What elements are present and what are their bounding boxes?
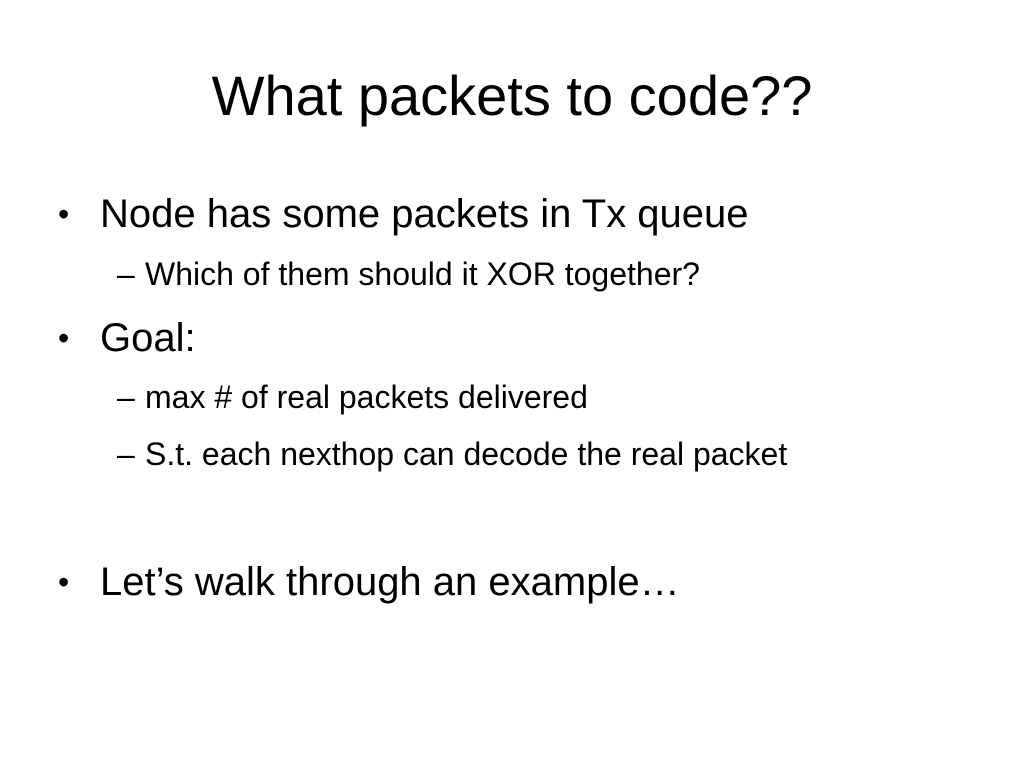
sub-bullet-item: – Which of them should it XOR together? [117, 254, 997, 294]
sub-bullet-text: Which of them should it XOR together? [145, 256, 700, 292]
bullet-marker: • [58, 564, 70, 600]
bullet-marker: • [58, 320, 70, 356]
bullet-text: Node has some packets in Tx queue [100, 192, 749, 236]
dash-marker: – [117, 256, 135, 292]
dash-marker: – [117, 379, 135, 415]
bullet-text: Let’s walk through an example… [100, 560, 680, 604]
sub-bullet-text: S.t. each nexthop can decode the real pa… [145, 436, 788, 472]
bullet-item: • Goal: [58, 314, 958, 362]
sub-bullet-item: – S.t. each nexthop can decode the real … [117, 434, 1007, 474]
bullet-marker: • [58, 196, 70, 232]
sub-bullet-text: max # of real packets delivered [145, 379, 588, 415]
slide-title: What packets to code?? [211, 64, 813, 127]
sub-bullet-item: – max # of real packets delivered [117, 377, 997, 417]
bullet-text: Goal: [100, 316, 196, 360]
bullet-item: • Let’s walk through an example… [58, 558, 958, 606]
dash-marker: – [117, 436, 135, 472]
bullet-item: • Node has some packets in Tx queue [58, 190, 958, 238]
